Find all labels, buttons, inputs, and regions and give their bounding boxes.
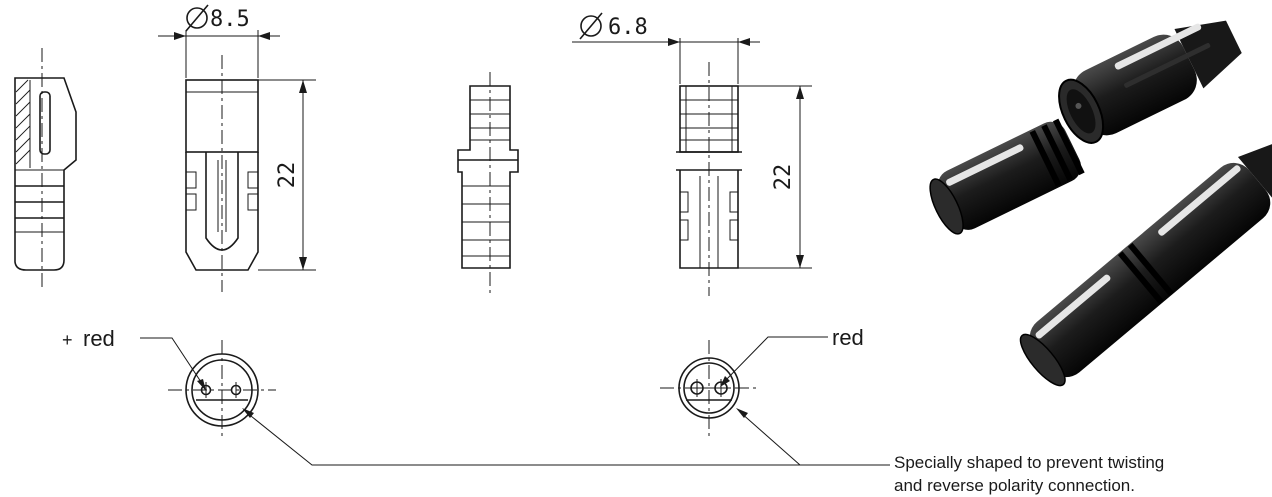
socket-diameter-symbol-icon [579,12,603,40]
note-line-1: Specially shaped to prevent twisting [894,453,1164,472]
socket-end-view [660,340,760,436]
note-line-2: and reverse polarity connection. [894,476,1135,495]
connector-render-image [929,20,1272,387]
plug-length-value: 22 [275,162,300,189]
plug-side-view: 8.5 22 [158,4,316,292]
plug-diameter-value: 8.5 [210,7,250,32]
plug-diameter-symbol-icon [185,4,209,32]
socket-diameter-value: 6.8 [608,15,648,40]
plug-red-label: red [83,326,115,351]
socket-length-value: 22 [771,164,796,191]
plus-polarity-label: + [62,330,73,350]
socket-red-label: red [832,325,864,350]
socket-profile-view [457,72,519,296]
socket-front-view: 6.8 22 [572,12,812,296]
plug-end-view [168,340,276,440]
plug-section-view [14,48,77,290]
